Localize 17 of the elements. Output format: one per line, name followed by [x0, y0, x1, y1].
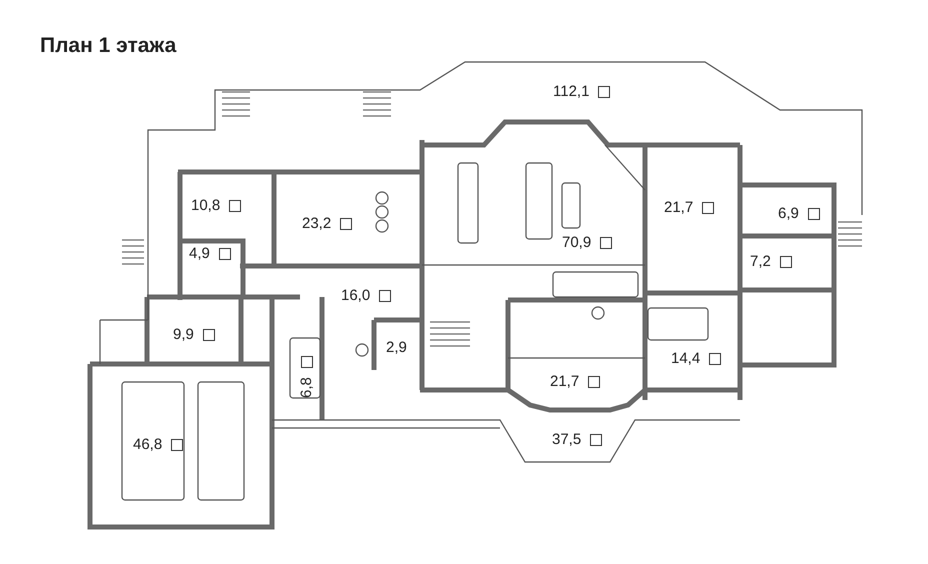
area-label: 70,9 [562, 234, 592, 251]
area-label: 6,9 [778, 205, 799, 222]
area-label: 6,8 [298, 377, 315, 398]
area-label: 112,1 [553, 83, 590, 100]
area-label: 9,9 [173, 326, 194, 343]
area-label: 46,8 [133, 436, 162, 453]
title: План 1 этажа [40, 34, 176, 58]
area-label: 23,2 [302, 215, 332, 232]
area-label: 37,5 [552, 431, 582, 448]
area-label: 7,2 [750, 253, 771, 270]
area-label: 10,8 [191, 197, 220, 214]
area-label: 14,4 [671, 350, 700, 367]
area-label: 21,7 [550, 373, 580, 390]
area-label: 2,9 [386, 339, 407, 356]
area-label: 4,9 [189, 245, 210, 262]
area-label: 16,0 [341, 287, 370, 304]
area-label: 21,7 [664, 199, 694, 216]
